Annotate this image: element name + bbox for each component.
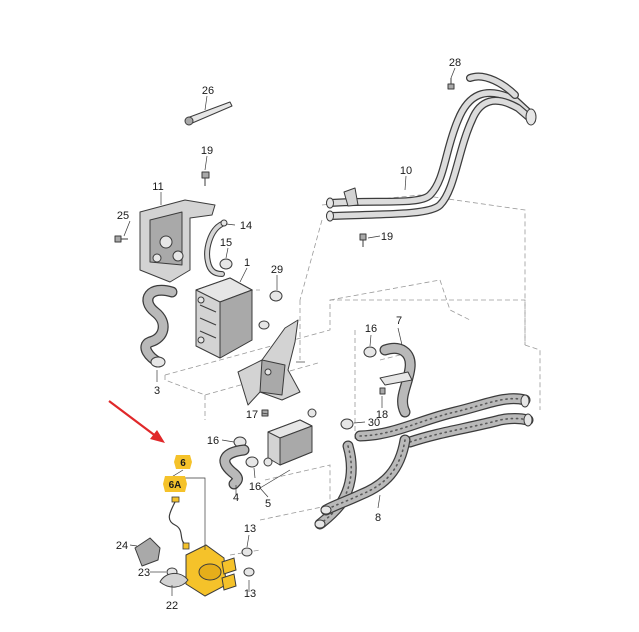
callout-8: 8 — [375, 512, 381, 524]
part-14-hose — [204, 219, 228, 277]
callout-labels: 28 26 19 10 11 25 14 19 15 1 29 7 16 3 1… — [116, 57, 461, 612]
part-10-coolant-pipes — [326, 72, 537, 222]
callout-24: 24 — [116, 540, 128, 552]
part-1-heat-exchanger — [195, 277, 270, 359]
part-30-clamp — [340, 418, 354, 430]
callout-30: 30 — [368, 417, 380, 429]
callout-1: 1 — [244, 257, 250, 269]
part-6a-wire — [168, 496, 190, 550]
callout-6: 6 — [180, 458, 186, 469]
part-8-hose-assembly — [314, 393, 534, 530]
highlight-badge-6: 6 — [174, 455, 192, 469]
callout-13-bottom: 13 — [244, 588, 256, 600]
part-4-hose — [219, 444, 259, 490]
part-7-hose — [379, 342, 416, 418]
part-6-pump-highlighted — [185, 544, 237, 597]
callout-17: 17 — [246, 409, 258, 421]
callout-16-middle: 16 — [249, 481, 261, 493]
callout-10: 10 — [400, 165, 412, 177]
callout-19-top: 19 — [201, 145, 213, 157]
callout-18: 18 — [376, 409, 388, 421]
part-28-bolt — [447, 78, 455, 90]
part-25-bolt — [114, 235, 128, 243]
callout-11: 11 — [152, 181, 163, 193]
part-3-hose — [140, 284, 178, 368]
part-22-bracket — [159, 573, 189, 588]
callout-28: 28 — [449, 57, 461, 69]
callout-14: 14 — [240, 220, 252, 232]
callout-29: 29 — [271, 264, 283, 276]
part-9-bracket — [237, 319, 301, 406]
part-24-cap — [134, 537, 161, 567]
callout-23: 23 — [138, 567, 150, 579]
part-5-heat-exchanger — [263, 408, 317, 467]
callout-19-right: 19 — [381, 231, 393, 243]
callout-16-left: 16 — [207, 435, 219, 447]
callout-5: 5 — [265, 498, 271, 510]
callout-leaders — [123, 67, 456, 596]
callout-3: 3 — [154, 385, 160, 397]
callout-25: 25 — [117, 210, 129, 222]
part-26-cable-tie — [184, 101, 233, 126]
callout-13-top: 13 — [244, 523, 256, 535]
red-pointer-arrow-icon — [108, 400, 165, 443]
part-19-bolt-right — [359, 233, 367, 247]
callout-7: 7 — [396, 315, 402, 327]
part-16-clamp-right — [363, 346, 377, 358]
highlight-badge-6a: 6A — [163, 476, 187, 492]
part-19-bolt-top — [201, 171, 210, 186]
callout-26: 26 — [202, 85, 214, 97]
part-13-clamps — [241, 547, 255, 577]
callout-6a: 6A — [169, 480, 182, 491]
part-29-clamp — [269, 290, 283, 302]
callout-4: 4 — [233, 492, 239, 504]
callout-15: 15 — [220, 237, 232, 249]
part-18-bolt — [379, 387, 386, 395]
callout-16-right: 16 — [365, 323, 377, 335]
callout-22: 22 — [166, 600, 178, 612]
part-15-clamp — [219, 258, 233, 270]
part-11-bracket — [139, 199, 216, 283]
